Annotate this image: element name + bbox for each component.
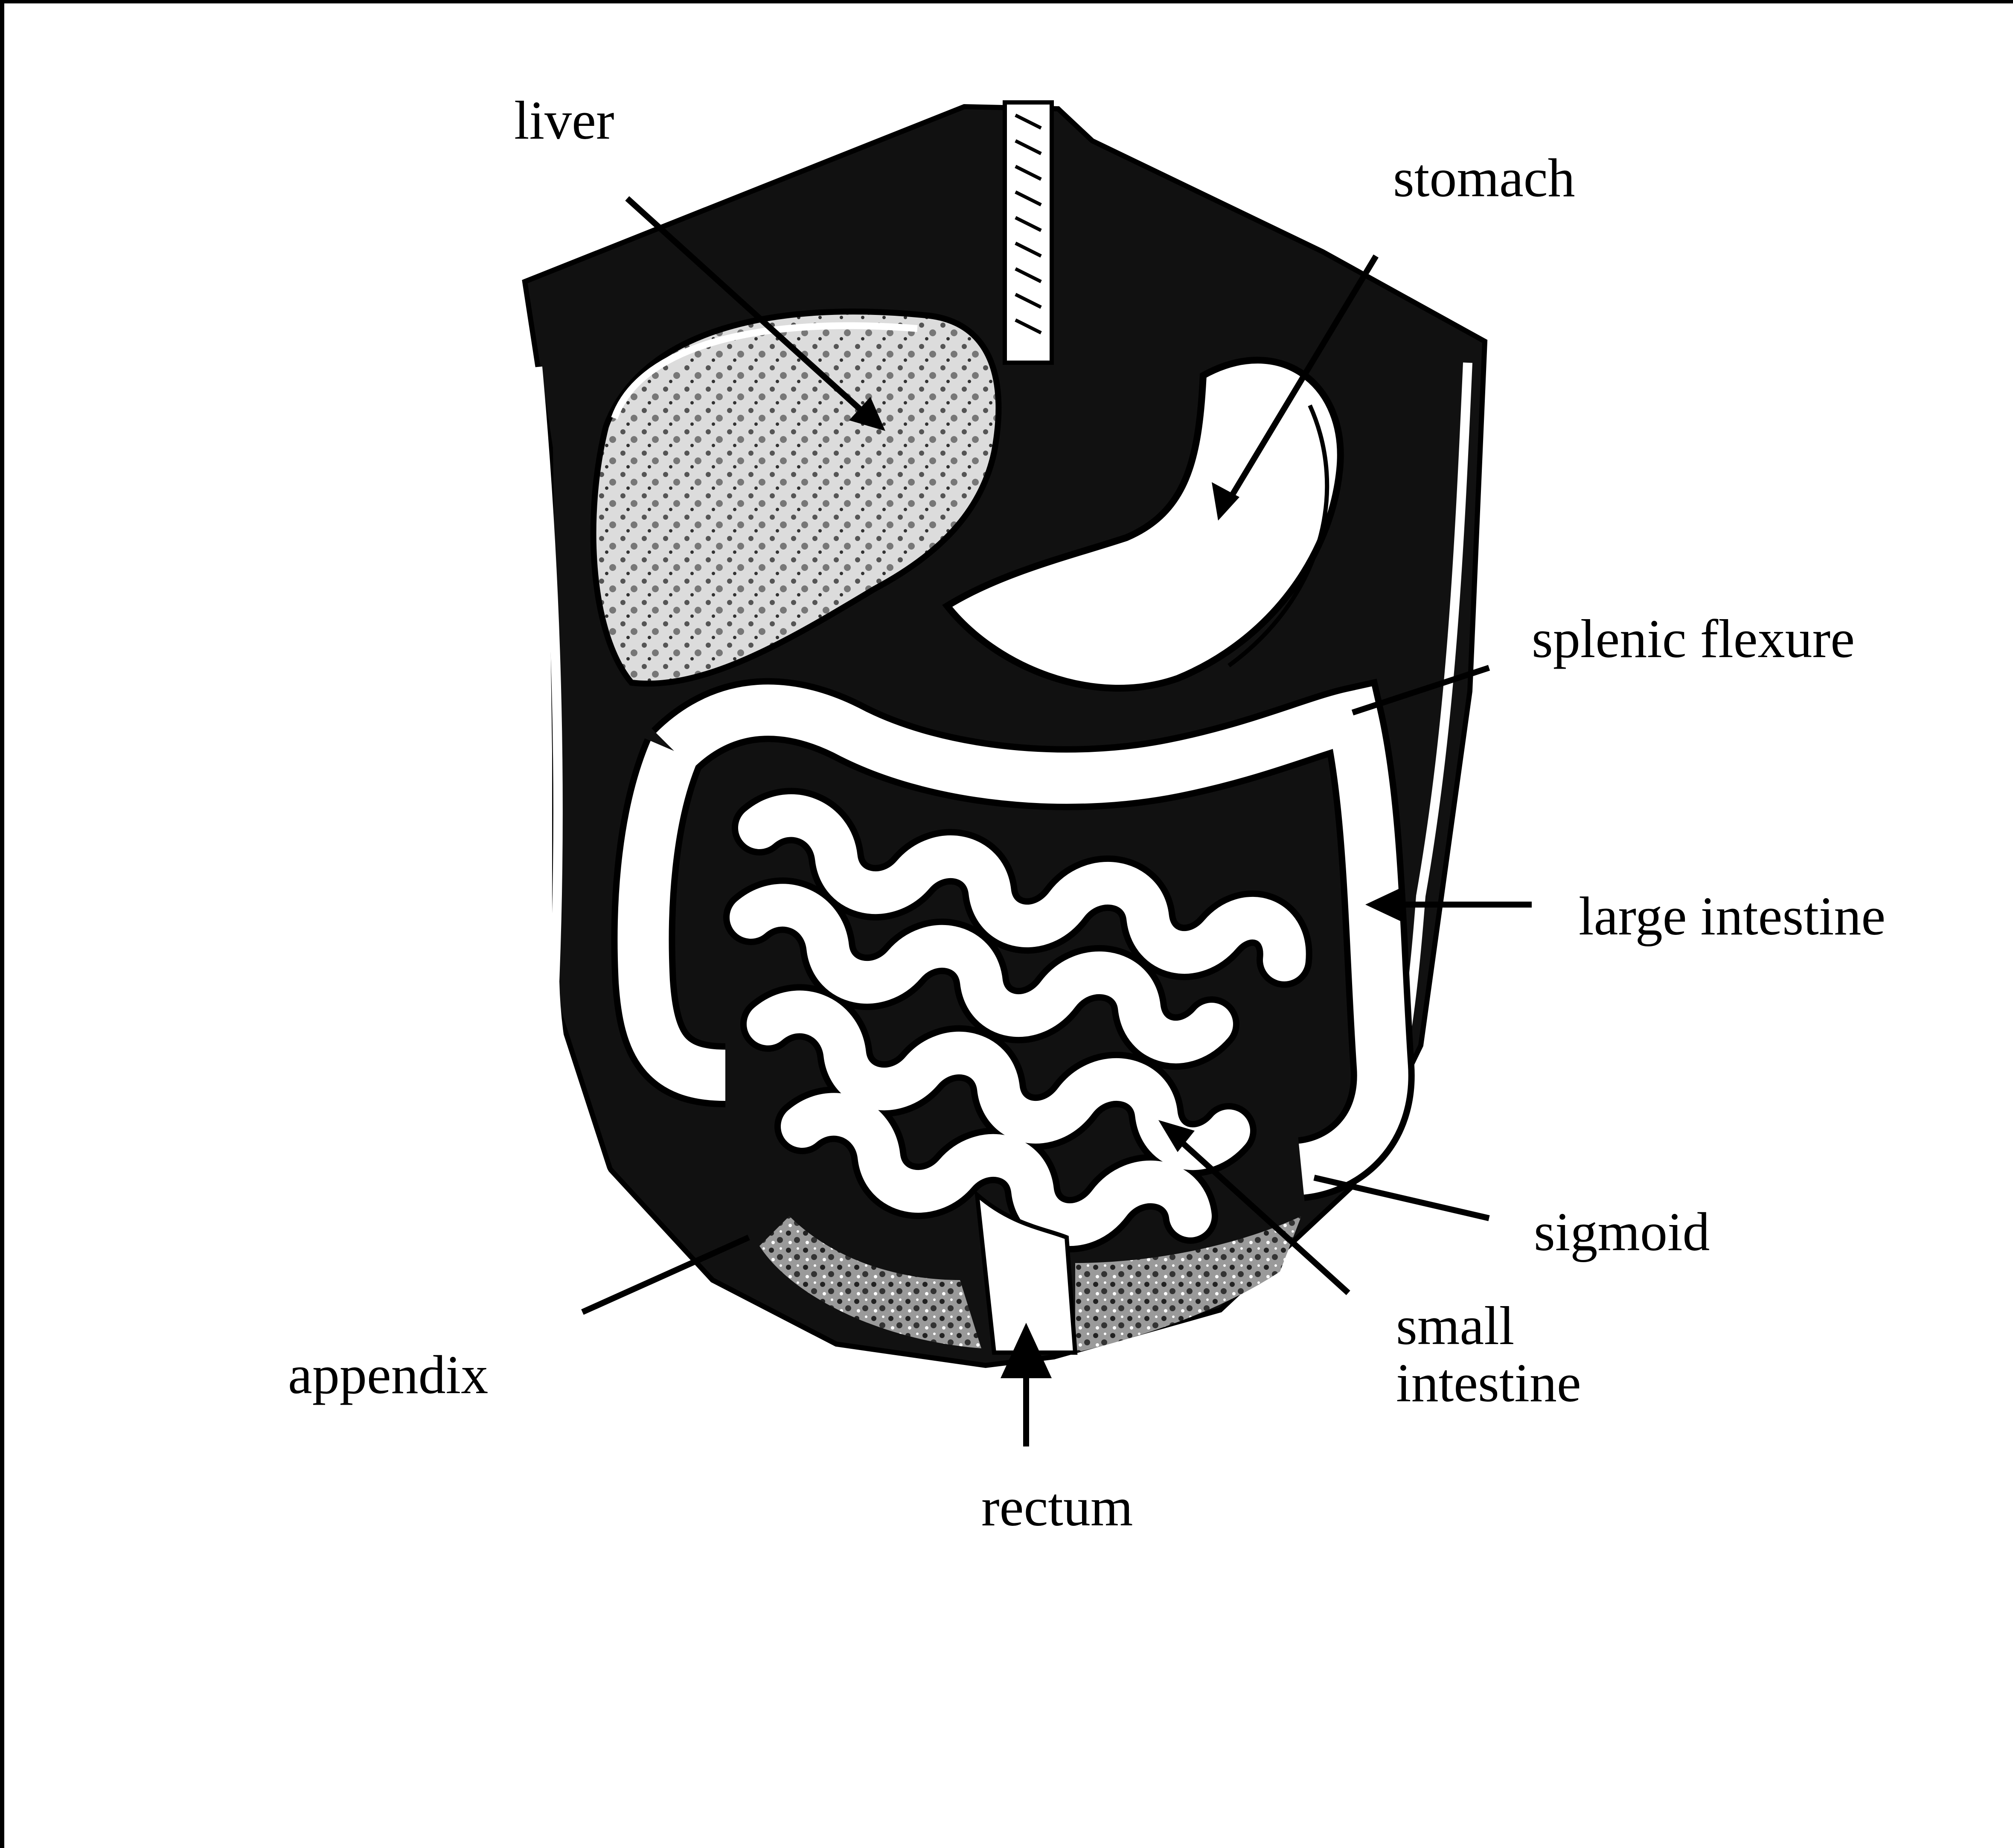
label-stomach: stomach [1393,149,1575,207]
label-rectum: rectum [981,1478,1133,1536]
label-sigmoid: sigmoid [1534,1203,1710,1260]
label-small-intestine: small intestine [1396,1297,1581,1412]
esophagus [1005,102,1052,363]
label-small-intestine-line2: intestine [1396,1354,1581,1411]
label-large-intestine: large intestine [1579,888,1885,945]
label-splenic-flexure: splenic flexure [1532,610,1855,667]
label-small-intestine-line1: small [1396,1297,1581,1354]
label-appendix: appendix [288,1346,488,1403]
label-liver: liver [514,92,614,149]
